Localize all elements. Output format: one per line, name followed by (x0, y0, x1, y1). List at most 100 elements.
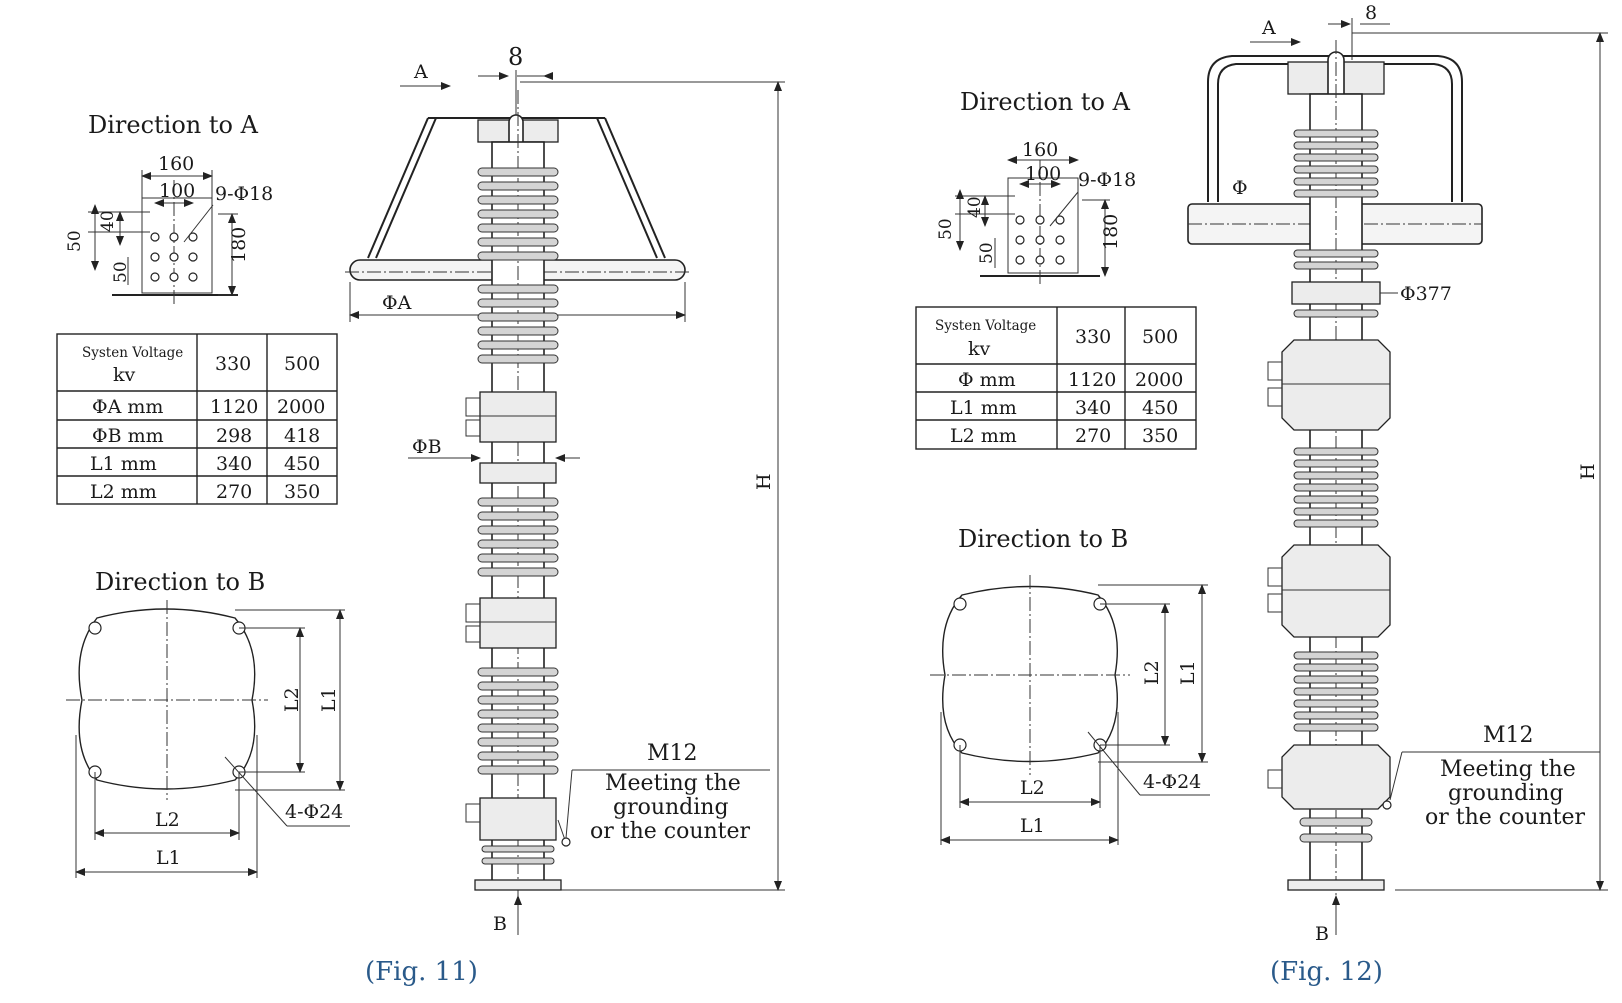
fig12-label-l2-vertical: L2 (1141, 660, 1163, 685)
fig11-base-flange-outline (78, 608, 256, 790)
fig11-row-value: 350 (284, 481, 320, 503)
fig12-table-header-kv: kv (968, 338, 991, 360)
fig12-dim-40: 40 (965, 196, 985, 218)
fig12-row-label: L1 mm (950, 397, 1017, 419)
fig11-dim-100: 100 (159, 180, 195, 202)
fig12-m12-bolt (1382, 800, 1392, 810)
fig11-flange-hole (88, 621, 102, 635)
fig12-base-flange-outline (942, 585, 1118, 763)
fig11-mounting-plate (141, 197, 213, 294)
fig12-row-label: L2 mm (950, 425, 1017, 447)
fig12-direction-b-title: Direction to B (958, 525, 1128, 553)
fig11-row-value: 340 (216, 453, 252, 475)
fig12-phi-label: Φ (1232, 177, 1248, 199)
fig11-flange-upper (479, 391, 557, 443)
fig12-dim-50-left: 50 (936, 218, 956, 240)
fig12-direction-a-view: Direction to A 160 100 9-Φ18 180 40 50 5… (936, 88, 1136, 285)
fig12-sheds-upper (1293, 129, 1379, 270)
fig11-row-value: 418 (284, 425, 320, 447)
fig11-table-header-330: 330 (215, 353, 251, 375)
fig11-row-value: 450 (284, 453, 320, 475)
fig11-arrow-a-label: A (413, 61, 428, 83)
fig11-arrester: A 8 H ΦA (345, 43, 785, 935)
fig12-dim-160: 160 (1022, 139, 1058, 161)
fig11-row-label: L2 mm (90, 481, 157, 503)
fig11-plate-holes (150, 232, 198, 282)
fig11-dim-40: 40 (98, 210, 118, 232)
fig11-spec-table: Systen Voltage kv 330 500 ΦA mm 1120 200… (56, 333, 338, 505)
fig12-row-label: Φ mm (958, 369, 1016, 391)
fig12-direction-b-view: Direction to B L2 L1 L2 L1 4-Φ24 (930, 525, 1210, 845)
fig12-spec-table: Systen Voltage kv 330 500 Φ mm 1120 2000… (915, 306, 1197, 450)
fig11-row-label: ΦB mm (92, 425, 164, 447)
fig12-flange-hole (953, 597, 967, 611)
fig11-row-value: 298 (216, 425, 252, 447)
fig11-row-value: 270 (216, 481, 252, 503)
fig12-flange-bottom (1281, 744, 1391, 810)
fig11-dim-180: 180 (228, 227, 250, 263)
fig11-note-line: grounding (613, 795, 729, 820)
fig11-flange-middle (479, 597, 557, 649)
fig12-label-l2-horizontal: L2 (1020, 777, 1045, 799)
fig11-height-label: H (753, 473, 775, 490)
fig11-dim-50-bottom: 50 (111, 261, 131, 283)
fig11-label-l1-horizontal: L1 (156, 847, 181, 869)
fig12-height-label: H (1577, 463, 1599, 480)
fig12-plate-holes (1015, 215, 1065, 265)
fig11-m12-bolt (561, 837, 571, 847)
fig12-arrester: A 8 H Φ Φ377 (1187, 2, 1608, 945)
fig12-row-value: 1120 (1068, 369, 1116, 391)
fig12-dim-180: 180 (1100, 214, 1122, 250)
fig12-flange-middle (1281, 544, 1391, 638)
fig11-phi-b-label: ΦB (412, 436, 442, 458)
fig11-sheds-upper (477, 167, 559, 364)
fig12-holes-label: 9-Φ18 (1078, 169, 1136, 191)
fig11-flange-bottom (479, 797, 557, 841)
fig11-row-label: ΦA mm (92, 396, 163, 418)
fig12-direction-a-title: Direction to A (960, 88, 1131, 116)
fig12-grading-band (1291, 281, 1381, 305)
fig12-arrow-b-label: B (1315, 923, 1329, 945)
fig12-dim-50-bottom: 50 (977, 242, 997, 264)
fig11-grading-band (479, 462, 557, 484)
fig11-row-label: L1 mm (90, 453, 157, 475)
fig11-direction-b-view: Direction to B L2 L1 L2 L1 4-Φ24 (66, 568, 350, 878)
fig11-dim-160: 160 (158, 153, 194, 175)
fig12-gap-8: 8 (1365, 2, 1377, 24)
fig12-flange-upper (1281, 339, 1391, 431)
fig12-mounting-plate (1007, 177, 1079, 274)
fig12-table-header-330: 330 (1075, 326, 1111, 348)
fig11-ring-strut-left (367, 117, 429, 259)
fig11-table-header-500: 500 (284, 353, 320, 375)
fig12-note-line: Meeting the (1440, 757, 1576, 782)
fig12-caption: (Fig. 12) (1270, 957, 1383, 987)
fig11-note-m12: M12 (647, 741, 698, 766)
fig12-dim-100: 100 (1025, 163, 1061, 185)
fig11-label-l1-vertical: L1 (318, 687, 340, 712)
fig12-arrow-a-label: A (1261, 17, 1276, 39)
fig11-direction-b-title: Direction to B (95, 568, 265, 596)
fig12-table-header-500: 500 (1142, 326, 1178, 348)
fig11-base-holes-label: 4-Φ24 (285, 801, 343, 823)
fig12-phi-377-label: Φ377 (1400, 283, 1452, 305)
fig11-row-value: 1120 (210, 396, 258, 418)
fig12-label-l1-vertical: L1 (1177, 660, 1199, 685)
fig11-note-line: Meeting the (605, 771, 741, 796)
fig11-direction-a-title: Direction to A (88, 111, 259, 139)
fig12-table-header-voltage: Systen Voltage (935, 318, 1036, 334)
fig11-row-value: 2000 (277, 396, 325, 418)
fig12-row-value: 340 (1075, 397, 1111, 419)
fig11-table-header-voltage: Systen Voltage (82, 345, 183, 361)
fig12-sheds-middle (1293, 447, 1379, 528)
fig12-sheds-lower (1293, 651, 1379, 732)
fig11-gap-8: 8 (508, 43, 523, 71)
fig11-base-plate (474, 879, 562, 891)
fig12-row-value: 270 (1075, 425, 1111, 447)
fig11-phi-a-label: ΦA (382, 292, 412, 314)
fig11-caption: (Fig. 11) (365, 957, 478, 987)
fig11-label-l2-vertical: L2 (281, 687, 303, 712)
fig12-row-value: 2000 (1135, 369, 1183, 391)
fig11-direction-a-view: Direction to A 160 100 9-Φ18 180 40 50 5… (65, 111, 273, 305)
fig12-note-line: grounding (1448, 781, 1564, 806)
